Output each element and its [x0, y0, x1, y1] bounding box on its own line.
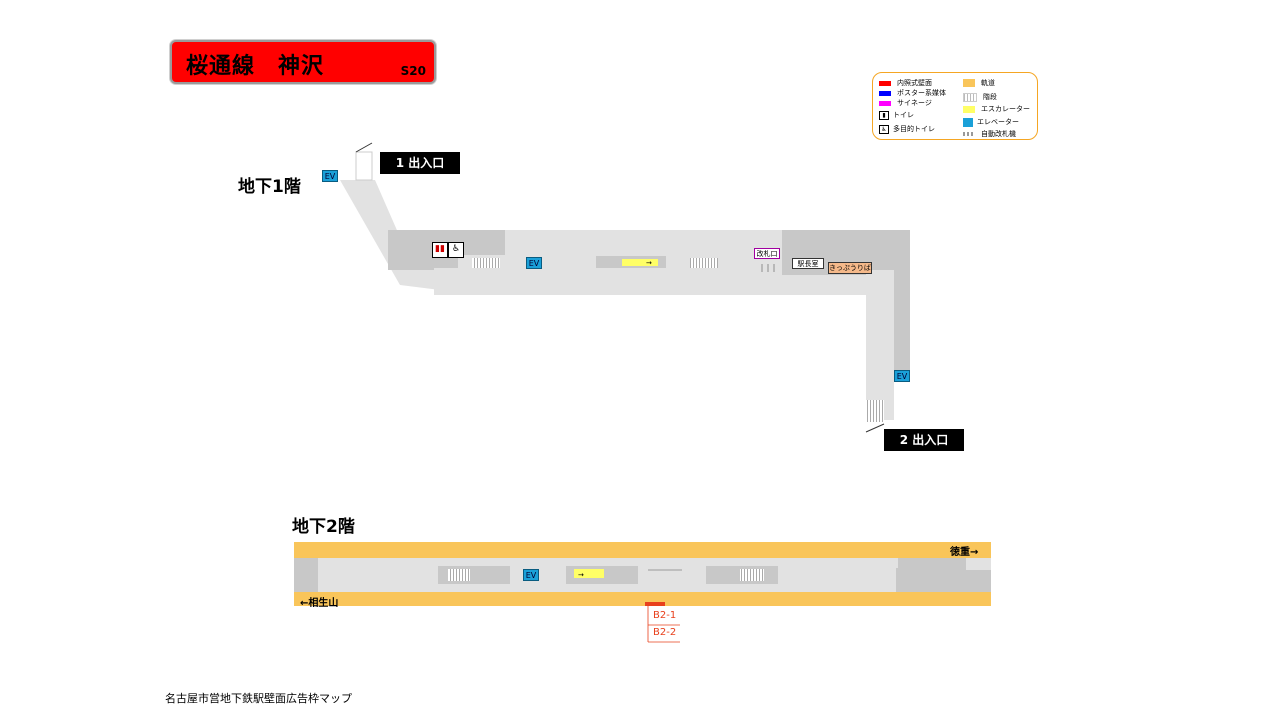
svg-text:→: → — [646, 259, 652, 267]
toilet-icon: ▮ — [879, 110, 889, 120]
legend-stairs: 階段 — [963, 92, 997, 102]
footer-caption: 名古屋市営地下鉄駅壁面広告枠マップ — [165, 692, 352, 705]
toilet-icon: ▮▮ — [432, 242, 448, 258]
legend-gate: 自動改札機 — [963, 129, 1016, 139]
legend-elevator: エレベーター — [963, 117, 1019, 127]
floor-label-b2: 地下2階 — [292, 517, 355, 537]
destination-east: 徳重→ — [950, 547, 979, 558]
legend-wall: 内照式壁面 — [879, 78, 932, 88]
b1-south-corridor — [866, 270, 894, 420]
stairs-icon — [690, 258, 718, 268]
legend-track: 軌道 — [963, 78, 995, 88]
stairs-icon — [472, 258, 500, 268]
b1-exit1-stairs — [355, 151, 373, 181]
legend-poster: ポスター系媒体 — [879, 88, 946, 98]
b2-track-north — [294, 542, 991, 558]
gate-label: 改札口 — [754, 248, 780, 259]
elevator-icon — [963, 117, 973, 127]
ev-b1-exit2: EV — [894, 370, 910, 382]
svg-text:→: → — [578, 571, 584, 579]
gate-icon — [963, 132, 975, 136]
legend-signage: サイネージ — [879, 98, 932, 108]
ad-marker-b2 — [645, 602, 665, 606]
wheelchair-icon: ♿ — [448, 242, 464, 258]
stairs-icon — [448, 569, 470, 581]
ev-b1-concourse: EV — [526, 257, 542, 269]
ticket-office-label: きっぷうりば — [828, 262, 872, 274]
legend-escalator: エスカレーター — [963, 104, 1030, 114]
wheelchair-icon: ♿ — [879, 124, 889, 134]
escalator-icon — [622, 259, 658, 266]
stairs-icon — [740, 569, 764, 581]
exit-2-label: 2 出入口 — [884, 429, 964, 451]
b2-track-south — [294, 592, 991, 606]
map-legend: 内照式壁面 ポスター系媒体 サイネージ ▮トイレ ♿多目的トイレ 軌道 階段 エ… — [872, 72, 1038, 140]
station-title-box: 桜通線 神沢 S20 — [170, 40, 436, 84]
legend-mp-toilet: ♿多目的トイレ — [879, 124, 935, 134]
ad-code-b2-2: B2-2 — [653, 627, 677, 638]
station-title: 桜通線 神沢 — [186, 54, 325, 79]
escalator-icon — [574, 569, 604, 578]
escalator-icon — [963, 105, 975, 113]
floor-label-b1: 地下1階 — [238, 177, 301, 197]
legend-toilet: ▮トイレ — [879, 110, 914, 120]
ev-b1-exit1: EV — [322, 170, 338, 182]
station-code: S20 — [400, 64, 426, 78]
stairs-icon — [963, 92, 977, 102]
station-office-label: 駅長室 — [792, 258, 824, 269]
destination-west: ←相生山 — [300, 598, 339, 609]
b1-exit2-stairs — [866, 400, 884, 422]
ev-b2-platform: EV — [523, 569, 539, 581]
exit-1-label: 1 出入口 — [380, 152, 460, 174]
ad-code-b2-1: B2-1 — [653, 610, 677, 621]
